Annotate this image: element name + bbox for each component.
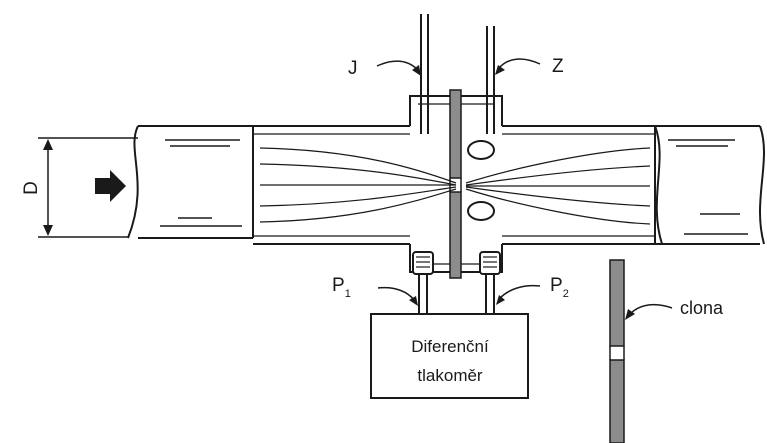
arrow-right-icon bbox=[95, 170, 126, 202]
tap-tube-j bbox=[420, 14, 429, 134]
eddy-top bbox=[467, 140, 495, 160]
tap-label-z: Z bbox=[552, 56, 564, 77]
p1-subscript: 1 bbox=[345, 288, 351, 300]
tap-tube-z bbox=[486, 26, 495, 134]
diameter-dimension bbox=[38, 137, 138, 238]
leader-z bbox=[495, 58, 541, 75]
flow-streamlines bbox=[259, 147, 651, 225]
pressure-tap-p1 bbox=[412, 251, 434, 314]
p2-letter: P bbox=[550, 275, 563, 296]
pressure-label-p2: P2 bbox=[550, 275, 569, 300]
manometer-label-line2: tlakoměr bbox=[417, 366, 483, 385]
pipe-middle-section bbox=[253, 125, 656, 245]
leader-p1 bbox=[377, 286, 418, 306]
tap-label-j: J bbox=[348, 58, 358, 79]
pressure-tap-p2 bbox=[479, 251, 501, 314]
orifice-plate-detail bbox=[609, 259, 625, 443]
leader-clona bbox=[625, 303, 673, 320]
p1-letter: P bbox=[332, 275, 345, 296]
orifice-label: clona bbox=[680, 298, 724, 318]
leader-j bbox=[376, 60, 421, 76]
pressure-label-p1: P1 bbox=[332, 275, 351, 300]
eddy-bottom bbox=[467, 201, 495, 221]
manometer-label-line1: Diferenční bbox=[411, 337, 489, 356]
differential-manometer: Diferenční tlakoměr bbox=[370, 313, 529, 399]
pipe-left-section bbox=[127, 125, 254, 239]
leader-p2 bbox=[496, 284, 541, 305]
diameter-label: D bbox=[21, 181, 42, 195]
pipe-right-section bbox=[654, 125, 765, 245]
orifice-plate bbox=[449, 89, 462, 279]
p2-subscript: 2 bbox=[563, 288, 569, 300]
